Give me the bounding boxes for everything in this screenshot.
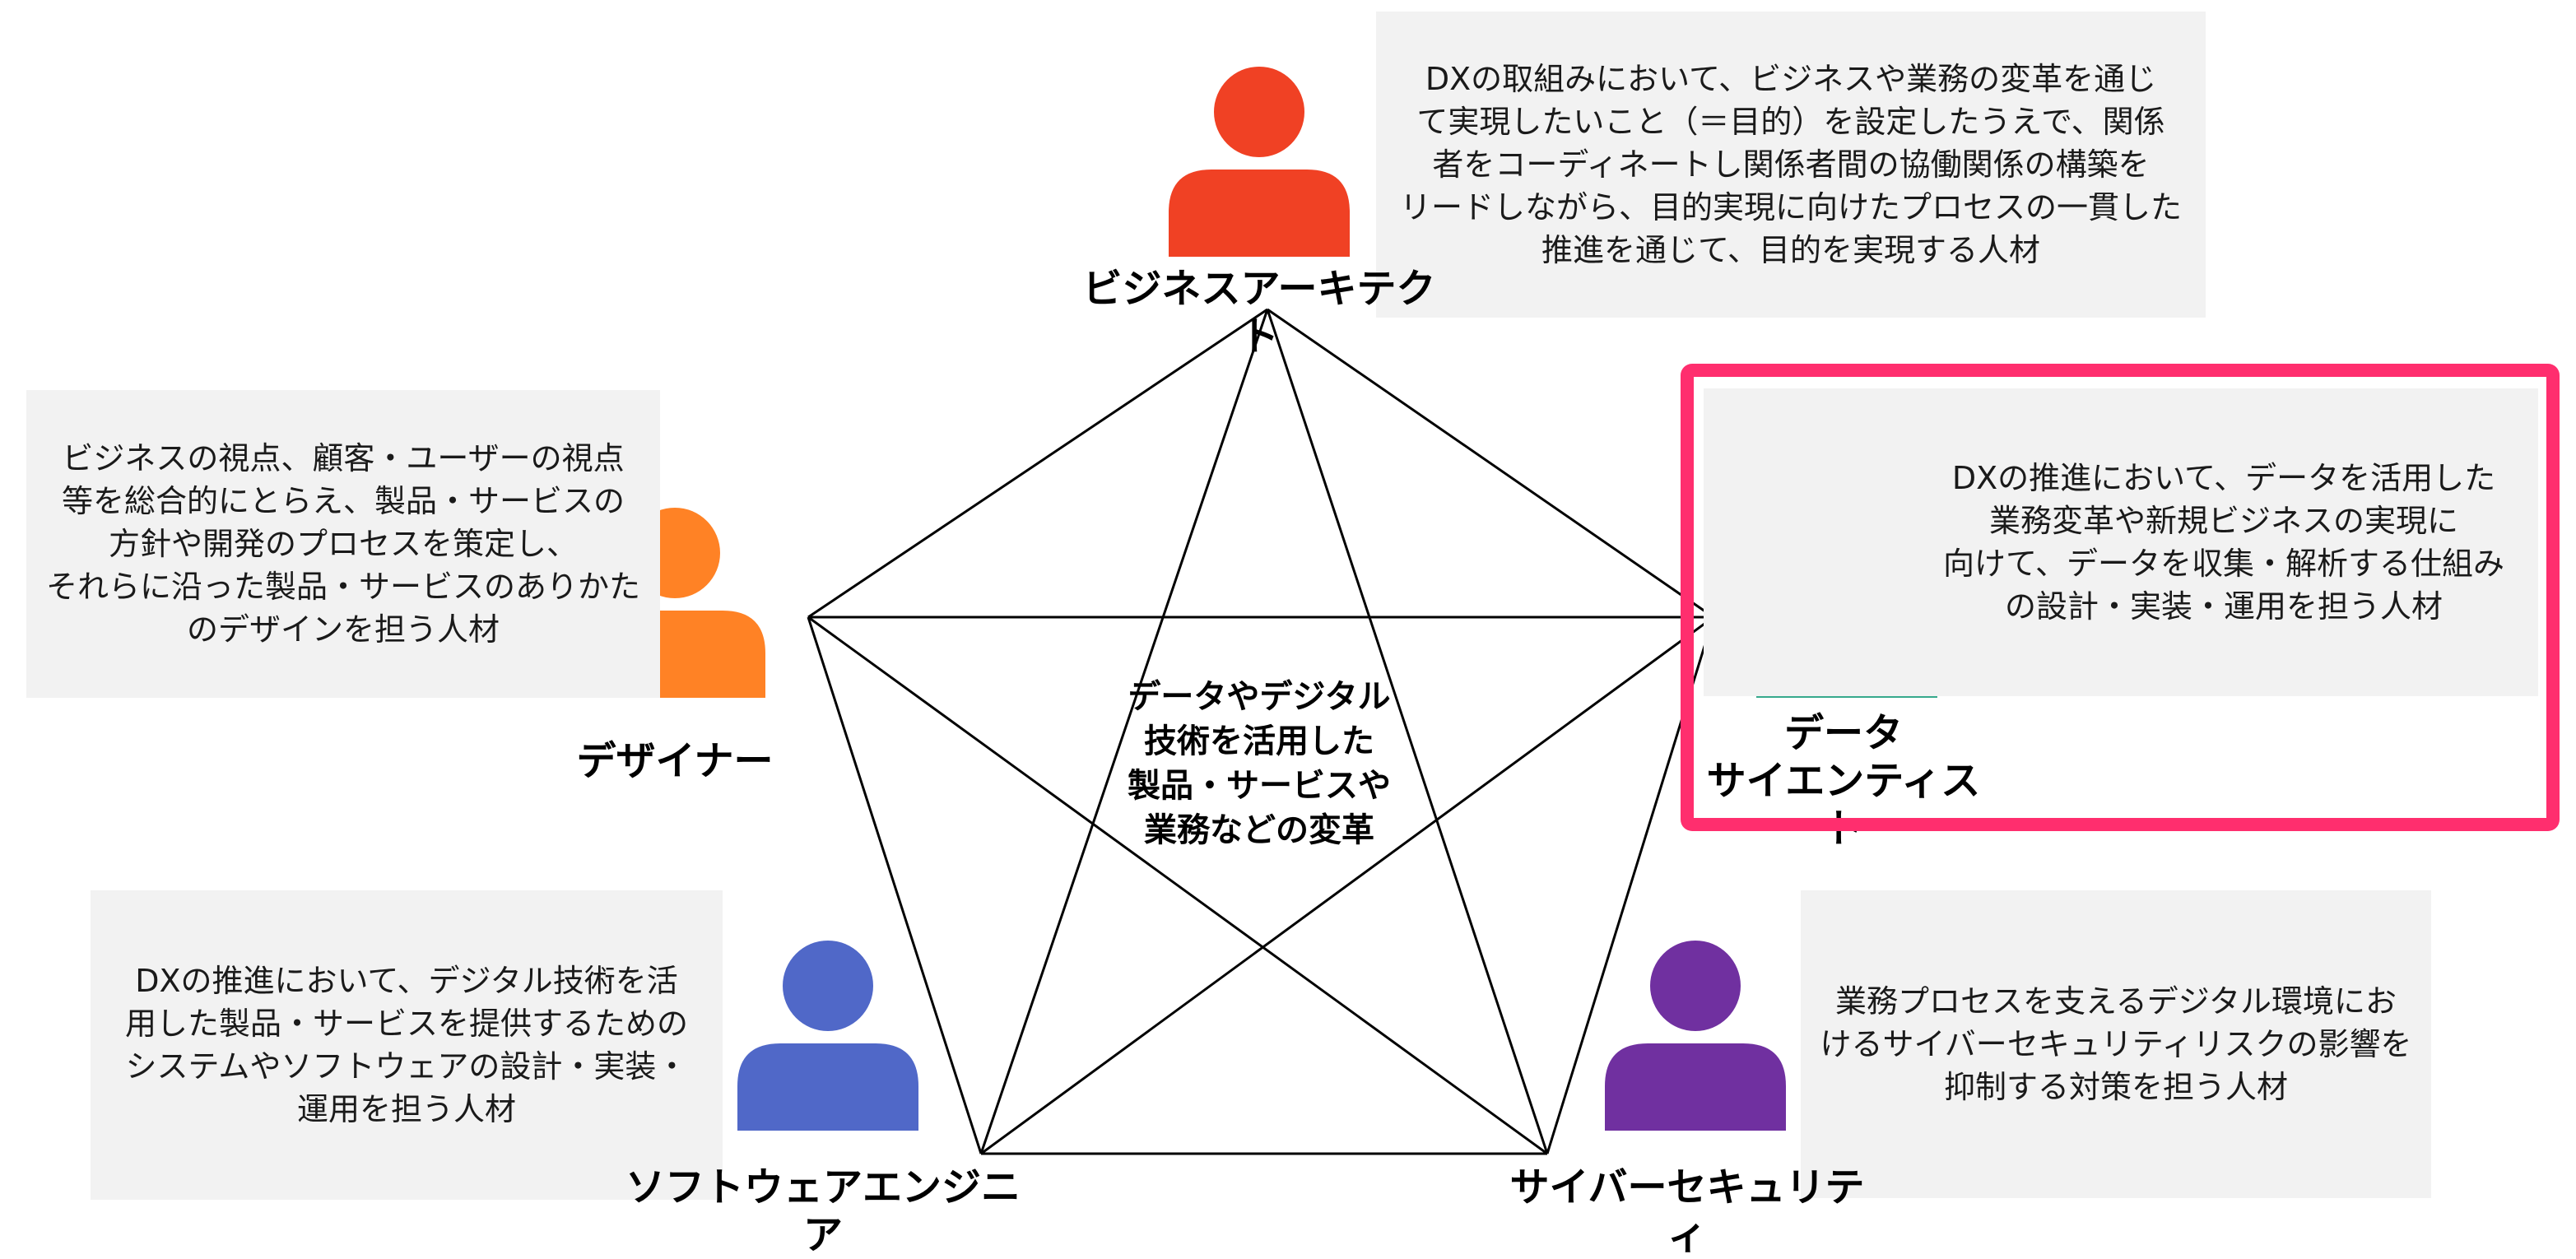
software-engineer-description: DXの推進において、デジタル技術を活 用した製品・サービスを提供するための シス… — [124, 963, 688, 1127]
center-text: データやデジタル 技術を活用した 製品・サービスや 業務などの変革 — [1128, 678, 1391, 849]
star-line-left-bottomright — [807, 616, 1548, 1155]
star-line-right-bottomleft — [980, 616, 1714, 1155]
pentagon-edge-left-top — [807, 308, 1268, 619]
cyber-security-description-box: 業務プロセスを支えるデジタル環境にお けるサイバーセキュリティリスクの影響を 抑… — [1801, 890, 2431, 1198]
business-architect-label: ビジネスアーキテクト — [1082, 266, 1436, 360]
pentagon-edge-top-right — [1267, 308, 1714, 619]
designer-label: デザイナー — [576, 738, 774, 784]
person-icon — [1169, 67, 1350, 257]
person-icon — [1605, 941, 1786, 1131]
designer-description-box: ビジネスの視点、顧客・ユーザーの視点 等を総合的にとらえ、製品・サービスの 方針… — [26, 390, 660, 698]
star-line-top-bottomleft — [979, 309, 1269, 1154]
software-engineer-label: ソフトウェアエンジニア — [625, 1164, 1021, 1258]
data-scientist-description: DXの推進において、データを活用した 業務変革や新規ビジネスの実現に 向けて、デ… — [1942, 460, 2505, 625]
cyber-security-description: 業務プロセスを支えるデジタル環境にお けるサイバーセキュリティリスクの影響を 抑… — [1820, 983, 2412, 1105]
pentagon-edge-bottom-left — [807, 616, 983, 1154]
star-line-top-bottomright — [1266, 309, 1549, 1154]
business-architect-description-box: DXの取組みにおいて、ビジネスや業務の変革を通じ て実現したいこと（＝目的）を設… — [1376, 12, 2206, 318]
data-scientist-description-box: DXの推進において、データを活用した 業務変革や新規ビジネスの実現に 向けて、デ… — [1704, 388, 2538, 696]
business-architect-description: DXの取組みにおいて、ビジネスや業務の変革を通じ て実現したいこと（＝目的）を設… — [1399, 61, 2182, 268]
designer-description: ビジネスの視点、顧客・ユーザーの視点 等を総合的にとらえ、製品・サービスの 方針… — [45, 440, 640, 648]
data-scientist-highlight-frame — [1681, 364, 2560, 831]
software-engineer-description-box: DXの推進において、デジタル技術を活 用した製品・サービスを提供するための シス… — [91, 890, 723, 1200]
cyber-security-label: サイバーセキュリティ — [1509, 1164, 1865, 1258]
person-icon — [737, 941, 918, 1131]
data-scientist-label: データ サイエンティスト — [1706, 710, 1981, 852]
